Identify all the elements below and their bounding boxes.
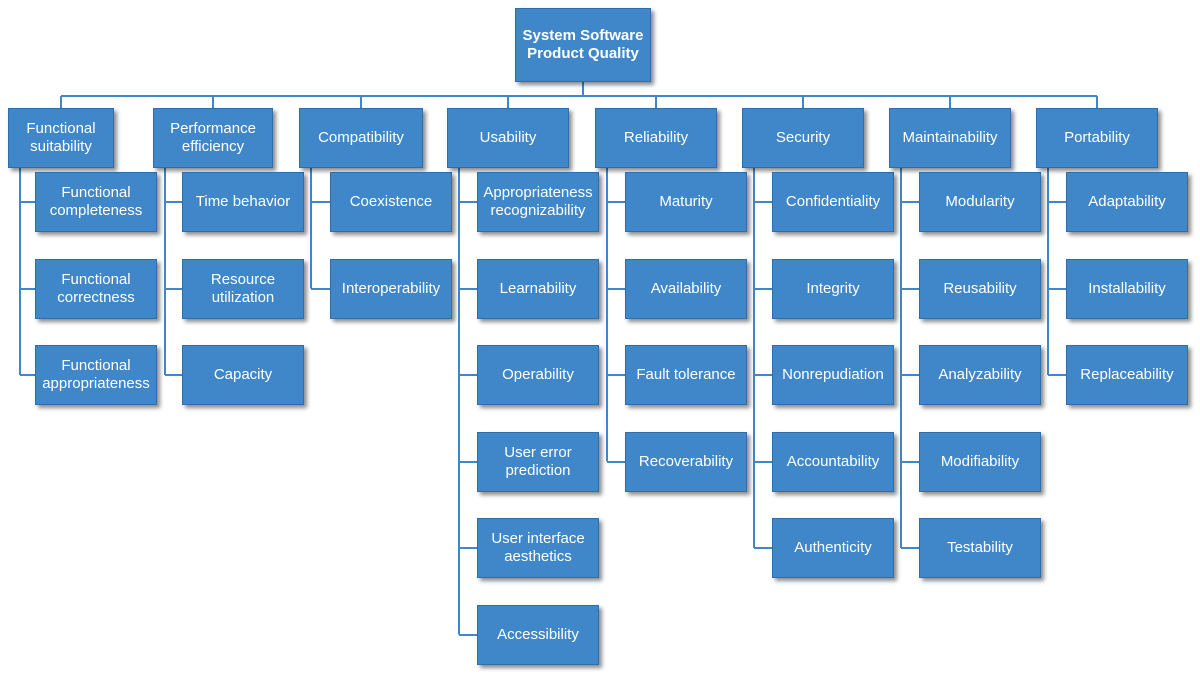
characteristic-label: Maintainability	[902, 129, 998, 146]
subcharacteristic-node: Reusability	[919, 259, 1041, 319]
subcharacteristic-label: Recoverability	[638, 453, 734, 470]
subcharacteristic-label: Availability	[650, 280, 722, 297]
characteristic-label: Security	[775, 129, 831, 146]
subcharacteristic-node: Integrity	[772, 259, 894, 319]
subcharacteristic-label: Integrity	[806, 280, 860, 297]
characteristic-node: Performance efficiency	[153, 108, 273, 168]
characteristic-label: Reliability	[623, 129, 689, 146]
subcharacteristic-label: Learnability	[499, 280, 577, 297]
subcharacteristic-node: Functional completeness	[35, 172, 157, 232]
subcharacteristic-node: Learnability	[477, 259, 599, 319]
subcharacteristic-node: Recoverability	[625, 432, 747, 492]
subcharacteristic-label: Replaceability	[1080, 366, 1174, 383]
characteristic-node: Security	[742, 108, 864, 168]
subcharacteristic-node: Operability	[477, 345, 599, 405]
subcharacteristic-node: Replaceability	[1066, 345, 1188, 405]
subcharacteristic-node: Functional appropriateness	[35, 345, 157, 405]
characteristic-node: Functional suitability	[8, 108, 114, 168]
subcharacteristic-node: User error prediction	[477, 432, 599, 492]
characteristic-node: Usability	[447, 108, 569, 168]
subcharacteristic-node: Nonrepudiation	[772, 345, 894, 405]
characteristic-label: Portability	[1064, 129, 1130, 146]
characteristic-node: Portability	[1036, 108, 1158, 168]
subcharacteristic-node: Adaptability	[1066, 172, 1188, 232]
subcharacteristic-label: Coexistence	[349, 193, 433, 210]
subcharacteristic-node: Modifiability	[919, 432, 1041, 492]
subcharacteristic-node: Accountability	[772, 432, 894, 492]
subcharacteristic-node: Fault tolerance	[625, 345, 747, 405]
subcharacteristic-label: Testability	[947, 539, 1013, 556]
subcharacteristic-label: User error prediction	[504, 444, 572, 479]
subcharacteristic-node: Accessibility	[477, 605, 599, 665]
subcharacteristic-label: User interface aesthetics	[491, 530, 585, 565]
subcharacteristic-node: Interoperability	[330, 259, 452, 319]
subcharacteristic-label: Functional appropriateness	[42, 357, 150, 392]
subcharacteristic-label: Modifiability	[940, 453, 1020, 470]
subcharacteristic-label: Functional completeness	[49, 184, 143, 219]
subcharacteristic-node: Capacity	[182, 345, 304, 405]
subcharacteristic-label: Accountability	[786, 453, 880, 470]
subcharacteristic-label: Analyzability	[938, 366, 1022, 383]
subcharacteristic-label: Modularity	[945, 193, 1015, 210]
subcharacteristic-label: Maturity	[659, 193, 713, 210]
subcharacteristic-label: Adaptability	[1088, 193, 1166, 210]
subcharacteristic-label: Appropriateness recognizability	[483, 184, 593, 219]
characteristic-node: Maintainability	[889, 108, 1011, 168]
root-label: System Software Product Quality	[522, 27, 644, 62]
subcharacteristic-label: Capacity	[213, 366, 273, 383]
subcharacteristic-label: Nonrepudiation	[782, 366, 884, 383]
subcharacteristic-node: Installability	[1066, 259, 1188, 319]
characteristic-label: Usability	[479, 129, 537, 146]
subcharacteristic-node: Availability	[625, 259, 747, 319]
subcharacteristic-label: Confidentiality	[785, 193, 881, 210]
subcharacteristic-label: Reusability	[943, 280, 1017, 297]
characteristic-label: Functional suitability	[26, 120, 96, 155]
subcharacteristic-node: Coexistence	[330, 172, 452, 232]
subcharacteristic-node: Resource utilization	[182, 259, 304, 319]
root-node: System Software Product Quality	[515, 8, 651, 82]
subcharacteristic-node: Modularity	[919, 172, 1041, 232]
subcharacteristic-label: Fault tolerance	[636, 366, 736, 383]
subcharacteristic-label: Authenticity	[794, 539, 872, 556]
subcharacteristic-node: Appropriateness recognizability	[477, 172, 599, 232]
subcharacteristic-node: Confidentiality	[772, 172, 894, 232]
subcharacteristic-label: Time behavior	[195, 193, 291, 210]
subcharacteristic-node: Testability	[919, 518, 1041, 578]
subcharacteristic-label: Installability	[1088, 280, 1166, 297]
subcharacteristic-node: Functional correctness	[35, 259, 157, 319]
subcharacteristic-node: User interface aesthetics	[477, 518, 599, 578]
subcharacteristic-label: Functional correctness	[57, 271, 135, 306]
subcharacteristic-label: Accessibility	[497, 626, 579, 643]
subcharacteristic-label: Resource utilization	[210, 271, 276, 306]
subcharacteristic-label: Operability	[502, 366, 574, 383]
subcharacteristic-node: Maturity	[625, 172, 747, 232]
subcharacteristic-node: Time behavior	[182, 172, 304, 232]
subcharacteristic-node: Analyzability	[919, 345, 1041, 405]
subcharacteristic-node: Authenticity	[772, 518, 894, 578]
characteristic-node: Reliability	[595, 108, 717, 168]
characteristic-label: Performance efficiency	[170, 120, 256, 155]
characteristic-node: Compatibility	[299, 108, 423, 168]
subcharacteristic-label: Interoperability	[341, 280, 441, 297]
characteristic-label: Compatibility	[318, 129, 404, 146]
